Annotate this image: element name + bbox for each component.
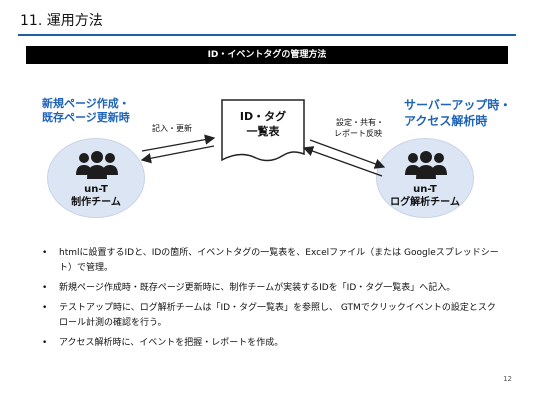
production-team-circle: un-T 制作チーム [47,138,145,218]
analytics-team-name-line-1: un-T [413,184,437,195]
id-tag-list-document: ID・タグ 一覧表 [220,98,306,168]
left-lower-arrow [140,145,215,164]
production-team-name-line-1: un-T [84,184,108,195]
right-upper-arrow [309,139,386,169]
page-number: 12 [503,375,512,383]
right-process-title-line-1: サーバーアップ時・ [404,98,512,112]
people-icon [405,151,447,179]
bullet-item: htmlに設置するIDと、IDの箇所、イベントタグの一覧表を、Excelファイル… [42,246,504,276]
people-icon [76,151,118,179]
bullet-item: アクセス解析時に、イベントを把握・レポートを作成。 [42,336,504,351]
analytics-team-name-line-2: ログ解析チーム [390,197,460,208]
document-title-line-1: ID・タグ [239,110,287,123]
left-arrow-label: 記入・更新 [152,124,192,133]
production-team-name-line-2: 制作チーム [71,197,121,208]
right-lower-arrow [302,146,383,177]
document-icon [221,99,305,162]
bullet-item: 新規ページ作成時・既存ページ更新時に、制作チームが実装するIDを「ID・タグ一覧… [42,281,504,296]
right-process-title-line-2: アクセス解析時 [404,114,488,128]
section-banner: ID・イベントタグの管理方法 [26,46,508,64]
left-process-title: 新規ページ作成・ 既存ページ更新時 [42,97,130,125]
analytics-team-circle: un-T ログ解析チーム [376,138,474,218]
page-title: 11. 運用方法 [20,13,103,29]
right-arrow-label-line-1: 設定・共有・ [336,118,384,127]
document-title-line-2: 一覧表 [246,125,280,138]
bullet-item: テストアップ時に、ログ解析チームは「ID・タグ一覧表」を参照し、 GTMでクリッ… [42,301,504,331]
left-process-title-line-2: 既存ページ更新時 [42,111,130,124]
left-upper-arrow [141,134,216,152]
title-divider [18,34,516,36]
right-arrow-label-line-2: レポート反映 [334,129,382,138]
right-process-title: サーバーアップ時・ アクセス解析時 [404,97,511,129]
left-process-title-line-1: 新規ページ作成・ [42,97,130,110]
explanation-bullets: htmlに設置するIDと、IDの箇所、イベントタグの一覧表を、Excelファイル… [42,246,504,356]
